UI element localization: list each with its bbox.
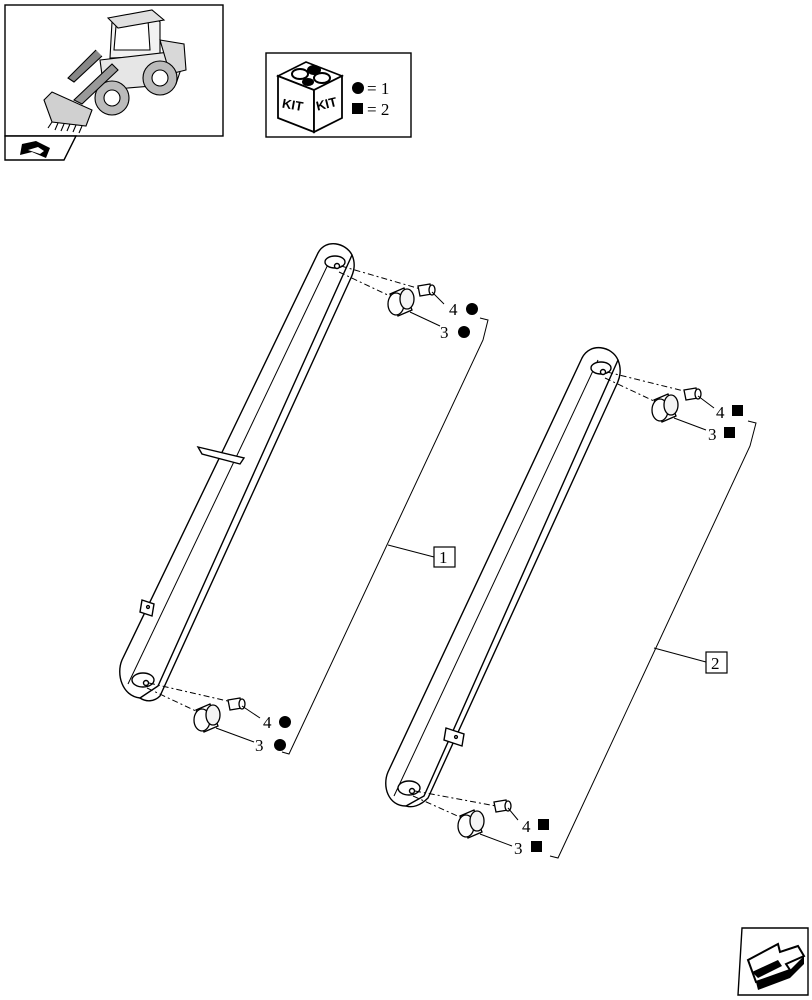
link-2-callouts: 4 3 4 3 <box>514 403 743 858</box>
callout-l2-top-pin: 4 <box>716 403 725 422</box>
kit-label-left: KIT <box>281 96 304 114</box>
link-1-bottom-eye <box>131 672 155 688</box>
part-label-1[interactable]: 1 <box>433 546 456 568</box>
kit2-square-marker <box>724 427 735 438</box>
link-arm-1[interactable] <box>119 243 355 702</box>
navigation-arrow-button[interactable] <box>737 927 809 996</box>
kit-legend: KIT KIT = 1 = 2 <box>265 52 412 138</box>
link-1-bottom-hardware[interactable] <box>146 682 261 743</box>
part-label-2-text: 2 <box>711 654 720 673</box>
part-label-1-text: 1 <box>439 548 448 567</box>
link-arm-2[interactable] <box>385 347 621 808</box>
link-2-bottom-hardware[interactable] <box>412 790 519 847</box>
link-1-top-hardware[interactable] <box>338 265 445 327</box>
kit2-square-marker <box>732 405 743 416</box>
callout-l1-top-bush: 3 <box>440 323 449 342</box>
bushing-icon <box>387 287 415 317</box>
link-2-top-hardware[interactable] <box>604 371 715 431</box>
navigation-arrow-icon <box>746 942 806 990</box>
book-icon-tab[interactable] <box>4 135 78 161</box>
callout-l1-top-pin: 4 <box>449 300 458 319</box>
legend-circle-entry: = 1 <box>352 79 389 98</box>
kit2-square-marker <box>531 841 542 852</box>
part-label-2[interactable]: 2 <box>705 651 728 674</box>
callout-l2-top-bush: 3 <box>708 425 717 444</box>
grease-nipple-icon <box>227 697 246 711</box>
legend-square-text: = 2 <box>367 100 389 119</box>
callout-l1-bot-pin: 4 <box>263 713 272 732</box>
callout-l1-bot-bush: 3 <box>255 736 264 755</box>
filled-square-symbol <box>352 103 363 114</box>
kit1-circle-marker <box>279 716 291 728</box>
bushing-icon <box>193 703 221 733</box>
bushing-icon <box>457 809 485 839</box>
link-2-leader <box>549 420 757 859</box>
grease-nipple-icon <box>683 387 702 401</box>
kit1-circle-marker <box>458 326 470 338</box>
grease-nipple-icon <box>417 283 436 297</box>
kit-box-icon: KIT KIT <box>276 61 344 134</box>
legend-square-entry: = 2 <box>352 100 389 119</box>
kit1-circle-marker <box>274 739 286 751</box>
legend-circle-text: = 1 <box>367 79 389 98</box>
link-1-callouts: 4 3 4 3 <box>255 300 478 755</box>
bushing-icon <box>651 393 679 423</box>
wheel-loader-icon <box>43 9 187 134</box>
kit2-square-marker <box>538 819 549 830</box>
callout-l2-bot-pin: 4 <box>522 817 531 836</box>
callout-l2-bot-bush: 3 <box>514 839 523 858</box>
book-icon <box>20 141 50 158</box>
link-2-bottom-eye <box>397 780 421 796</box>
kit-label-right: KIT <box>314 94 338 114</box>
filled-circle-symbol <box>352 82 364 94</box>
link-1-leader <box>281 317 489 755</box>
machine-thumbnail[interactable] <box>4 4 224 137</box>
kit1-circle-marker <box>466 303 478 315</box>
grease-nipple-icon <box>493 799 512 813</box>
